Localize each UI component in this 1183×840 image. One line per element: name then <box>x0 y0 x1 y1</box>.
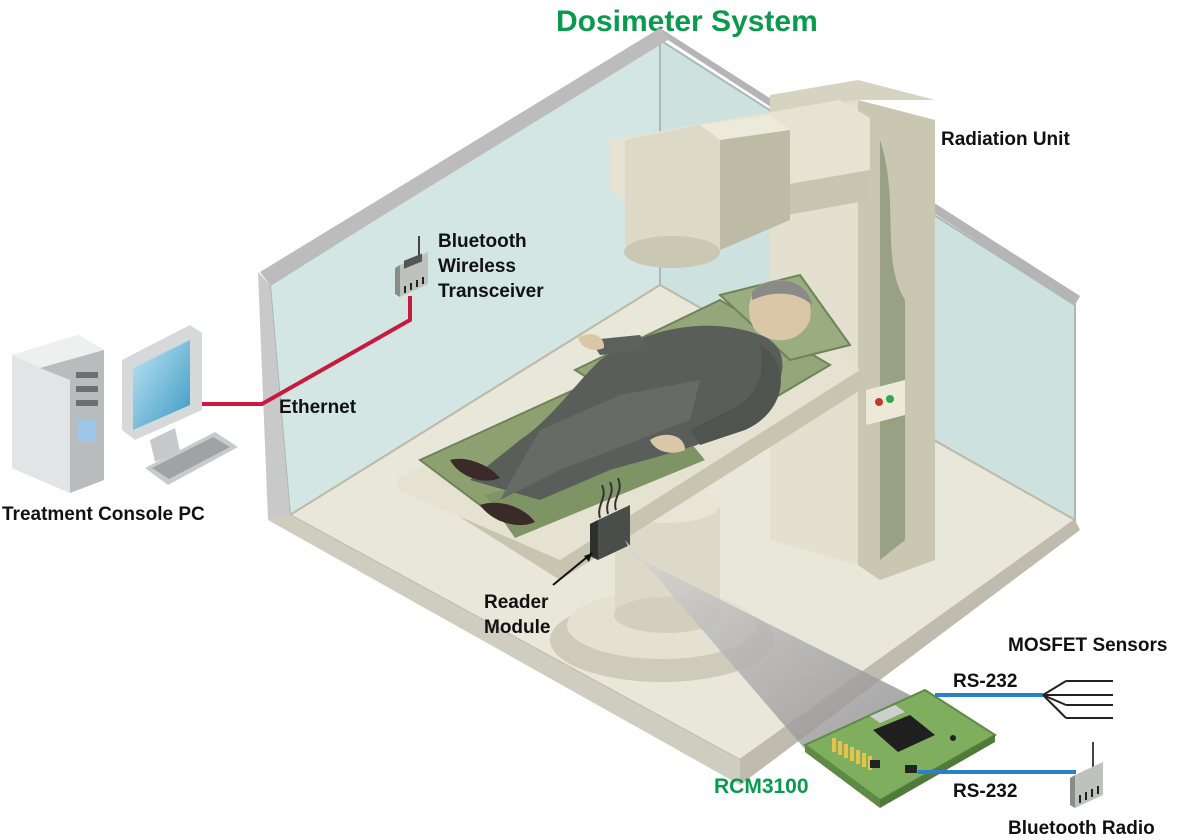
label-rs232-top: RS-232 <box>953 671 1017 692</box>
label-bt-transceiver-line3: Transceiver <box>438 281 544 302</box>
label-reader-module-line1: Reader <box>484 592 549 613</box>
ethernet-cable <box>192 296 412 406</box>
label-bluetooth-radio: Bluetooth Radio <box>1008 818 1155 839</box>
label-rs232-bottom: RS-232 <box>953 781 1017 802</box>
label-ethernet: Ethernet <box>279 397 357 418</box>
reader-module-device <box>590 477 630 560</box>
label-reader-module-line2: Module <box>484 617 551 638</box>
console-pc <box>12 325 238 493</box>
label-rcm3100: RCM3100 <box>714 775 809 798</box>
patient <box>450 279 812 526</box>
diagram-title: Dosimeter System <box>556 5 818 38</box>
mosfet-sensor-wires <box>1042 680 1113 719</box>
bluetooth-radio-device <box>1070 742 1103 808</box>
bluetooth-transceiver-device <box>395 236 428 297</box>
label-mosfet-sensors: MOSFET Sensors <box>1008 635 1167 656</box>
label-bt-transceiver-line1: Bluetooth <box>438 231 527 252</box>
label-bt-transceiver-line2: Wireless <box>438 256 516 277</box>
label-console-pc: Treatment Console PC <box>2 504 205 525</box>
zoom-beam <box>625 540 920 755</box>
reader-pointer <box>552 552 593 586</box>
label-radiation-unit: Radiation Unit <box>941 129 1070 150</box>
